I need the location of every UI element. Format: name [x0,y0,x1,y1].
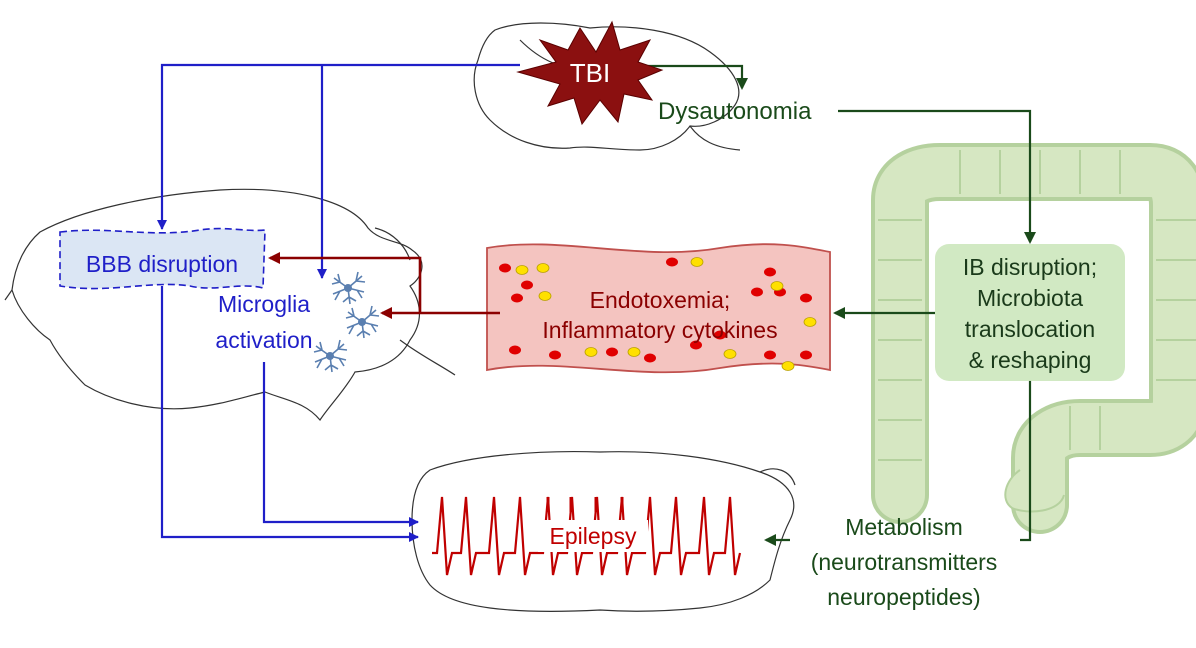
red-blood-cell-dot [549,350,561,360]
yellow-particle-dot [536,263,550,273]
yellow-particle-dot [627,347,641,357]
blue-arrows [157,63,520,542]
metabolism-label-line-1: Metabolism [845,514,963,540]
red-blood-cell-dot [606,347,618,357]
eeg-small-spikes [546,497,624,512]
red-arrows [268,252,500,319]
bbb-label: BBB disruption [86,251,238,277]
tbi-starburst-icon [516,20,664,126]
endotoxemia-label-line-2: Inflammatory cytokines [542,317,777,343]
arrow-endotoxemia-to-bbb [268,252,422,313]
microglia-label-line-1: Microglia [218,291,310,317]
yellow-particle-dot [584,347,598,357]
red-blood-cell-dot [644,353,656,363]
green-arrows [648,64,1036,546]
yellow-particle-dot [538,291,552,301]
yellow-particle-dot [723,349,737,359]
arrow-microglia-to-epilepsy [262,362,419,527]
red-blood-cell-dot [521,280,533,290]
blood-vessel-icon [486,243,831,374]
dysautonomia-label: Dysautonomia [658,98,812,125]
arrow-bbb-to-epilepsy [160,286,419,542]
ib-disruption-box [935,244,1125,381]
endotoxemia-label-line-1: Endotoxemia; [590,287,731,313]
red-blood-cell-dot [714,330,726,340]
arrow-tbi-to-bbb [157,63,520,230]
epilepsy-label: Epilepsy [550,523,637,549]
metabolism-label-line-2: (neurotransmitters [811,549,998,575]
yellow-particle-dot [803,317,817,327]
red-blood-cell-dot [764,350,776,360]
bbb-disruption-box [59,227,266,290]
red-blood-cell-dot [499,263,511,273]
colon-icon [871,143,1196,534]
ib-label-line-4: & reshaping [969,347,1092,373]
yellow-particle-dot [781,361,795,371]
red-blood-cell-dot [764,267,776,277]
yellow-particle-dot [690,257,704,267]
arrow-tbi-to-dysautonomia [648,64,748,90]
yellow-particle-dot [770,281,784,291]
metabolism-label-line-3: neuropeptides) [827,584,980,610]
yellow-particle-dot [515,265,529,275]
tbi-label: TBI [570,58,610,88]
ib-label-line-3: translocation [965,316,1095,342]
arrow-dysautonomia-to-ib [838,109,1036,244]
red-blood-cell-dot [511,293,523,303]
ib-label-line-1: IB disruption; [963,254,1097,280]
red-blood-cell-dot [690,340,702,350]
left-brain-outline [4,188,456,422]
bottom-brain-outline [411,450,796,612]
red-blood-cell-dot [800,293,812,303]
ib-label-line-2: Microbiota [977,285,1083,311]
eeg-trace-icon [432,496,742,576]
epilepsy-label-bg [538,520,648,552]
red-blood-cell-dot [666,257,678,267]
arrow-ib-to-metabolism [1020,380,1032,542]
red-blood-cell-dot [751,287,763,297]
red-blood-cell-dot [800,350,812,360]
microglia-label-line-2: activation [215,327,312,353]
red-blood-cell-dot [509,345,521,355]
microglia-cell-icon [313,271,380,373]
